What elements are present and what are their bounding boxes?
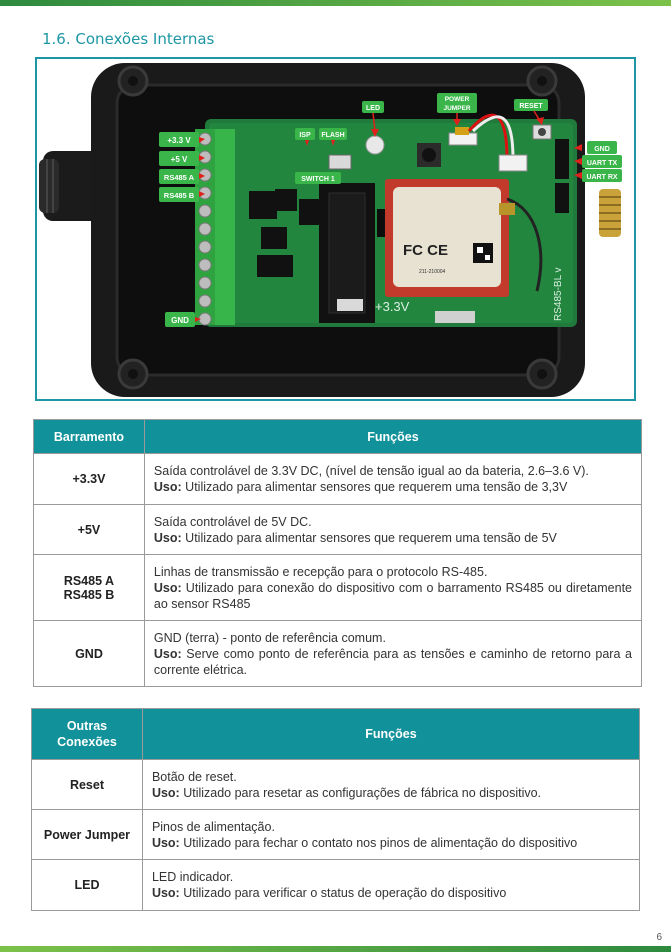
other-header-functions: Funções bbox=[141, 708, 641, 760]
table-row: GND GND (terra) - ponto de referência co… bbox=[33, 620, 643, 687]
label-rs485a: RS485 A bbox=[159, 169, 199, 184]
label-v33: +3.3 V bbox=[159, 132, 199, 147]
bus-header-functions: Funções bbox=[143, 419, 643, 454]
label-rs485b: RS485 B bbox=[159, 187, 199, 202]
bus-key: +3.3V bbox=[33, 453, 145, 505]
table-row: +3.3V Saída controlável de 3.3V DC, (nív… bbox=[33, 453, 643, 505]
other-connections-table: Outras Conexões Funções Reset Botão de r… bbox=[31, 708, 641, 911]
pcb-components bbox=[249, 113, 569, 323]
svg-text:+3.3 V: +3.3 V bbox=[167, 136, 191, 145]
other-key: Power Jumper bbox=[31, 809, 143, 860]
bus-key: +5V bbox=[33, 504, 145, 555]
bus-desc: GND (terra) - ponto de referência comum.… bbox=[143, 620, 643, 687]
label-uart-rx: UART RX bbox=[582, 169, 622, 182]
other-table-header: Outras Conexões Funções bbox=[31, 708, 641, 760]
svg-text:SWITCH 1: SWITCH 1 bbox=[301, 176, 335, 183]
bus-desc: Saída controlável de 3.3V DC, (nível de … bbox=[143, 453, 643, 505]
label-gnd-right: GND bbox=[587, 141, 617, 154]
bus-key: RS485 A RS485 B bbox=[33, 554, 145, 621]
svg-text:JUMPER: JUMPER bbox=[443, 105, 470, 112]
table-row: Power Jumper Pinos de alimentação. Uso: … bbox=[31, 809, 641, 860]
table-row: RS485 A RS485 B Linhas de transmissão e … bbox=[33, 554, 643, 621]
switch-arrows bbox=[305, 140, 335, 146]
bus-table-header: Barramento Funções bbox=[33, 419, 643, 454]
fcc-id: 211-210004 bbox=[419, 269, 446, 275]
other-key: Reset bbox=[31, 759, 143, 810]
svg-text:RS485 B: RS485 B bbox=[164, 191, 195, 200]
bus-key: GND bbox=[33, 620, 145, 687]
svg-text:GND: GND bbox=[594, 146, 610, 153]
other-desc: LED indicador. Uso: Utilizado para verif… bbox=[141, 859, 641, 911]
svg-text:POWER: POWER bbox=[445, 96, 470, 103]
other-desc: Pinos de alimentação. Uso: Utilizado par… bbox=[141, 809, 641, 860]
svg-text:RESET: RESET bbox=[519, 103, 543, 110]
section-title: 1.6. Conexões Internas bbox=[42, 30, 215, 48]
label-reset: RESET bbox=[514, 99, 548, 125]
bus-desc: Saída controlável de 5V DC. Uso: Utiliza… bbox=[143, 504, 643, 555]
svg-text:ISP: ISP bbox=[299, 132, 311, 139]
page-number: 6 bbox=[656, 932, 662, 943]
label-isp: ISP bbox=[295, 128, 315, 140]
label-gnd-left: GND bbox=[165, 312, 195, 327]
top-accent-bar bbox=[0, 0, 671, 6]
label-flash: FLASH bbox=[319, 128, 347, 140]
other-desc: Botão de reset. Uso: Utilizado para rese… bbox=[141, 759, 641, 810]
svg-text:FLASH: FLASH bbox=[321, 132, 344, 139]
left-connection-labels: +3.3 V +5 V RS485 A RS485 B GND bbox=[159, 132, 205, 327]
label-led: LED bbox=[362, 101, 384, 137]
svg-text:LED: LED bbox=[366, 105, 380, 112]
label-uart-tx: UART TX bbox=[582, 155, 622, 168]
radio-module: FC CE 211-210004 bbox=[385, 179, 543, 297]
table-row: Reset Botão de reset. Uso: Utilizado par… bbox=[31, 759, 641, 810]
silk-model: RS485-BL v bbox=[553, 267, 564, 321]
right-arrows bbox=[574, 144, 582, 179]
bus-header-key: Barramento bbox=[33, 419, 145, 454]
label-power-jumper: POWER JUMPER bbox=[437, 93, 477, 126]
silk-3v3: +3.3V bbox=[375, 299, 410, 314]
svg-text:UART TX: UART TX bbox=[587, 160, 618, 167]
svg-text:RS485 A: RS485 A bbox=[164, 173, 195, 182]
other-key: LED bbox=[31, 859, 143, 911]
cable-gland bbox=[39, 151, 103, 221]
bus-table: Barramento Funções +3.3V Saída controláv… bbox=[33, 419, 643, 687]
label-switch1: SWITCH 1 bbox=[295, 172, 341, 184]
left-arrows bbox=[195, 137, 205, 322]
antenna-connector bbox=[599, 189, 621, 237]
fcc-mark: FC CE bbox=[403, 242, 448, 259]
bottom-accent-bar bbox=[0, 946, 671, 952]
table-row: LED LED indicador. Uso: Utilizado para v… bbox=[31, 859, 641, 911]
svg-text:GND: GND bbox=[171, 316, 189, 325]
svg-text:+5 V: +5 V bbox=[171, 155, 188, 164]
device-photo: FC CE 211-210004 +3.3V RS485-BL v +3.3 V… bbox=[35, 57, 636, 401]
other-header-key: Outras Conexões bbox=[31, 708, 143, 760]
table-row: +5V Saída controlável de 5V DC. Uso: Uti… bbox=[33, 504, 643, 555]
label-v5: +5 V bbox=[159, 151, 199, 166]
svg-text:UART RX: UART RX bbox=[586, 174, 617, 181]
bus-desc: Linhas de transmissão e recepção para o … bbox=[143, 554, 643, 621]
